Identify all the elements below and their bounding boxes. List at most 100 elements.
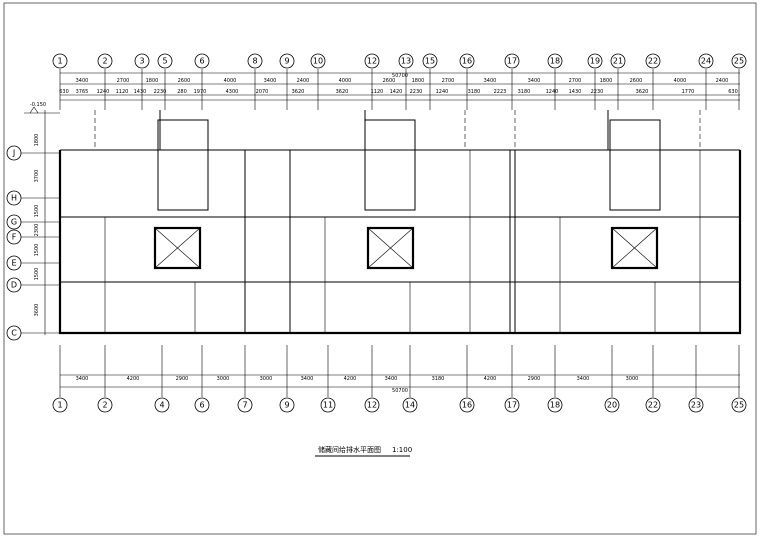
grid-circle bbox=[237, 397, 253, 413]
grid-axis-bottom-7: 7 bbox=[237, 345, 253, 413]
dimension-top-outer: 1800 bbox=[146, 78, 159, 84]
grid-circle bbox=[134, 53, 150, 69]
dimension-top-inner: 3620 bbox=[292, 89, 305, 95]
building-walls bbox=[58, 110, 742, 335]
grid-circle bbox=[6, 255, 22, 271]
grid-circle bbox=[6, 229, 22, 245]
grid-axis-F: F bbox=[6, 229, 60, 245]
grid-axis-label: G bbox=[11, 218, 17, 227]
dimension-top-outer: 3400 bbox=[484, 78, 497, 84]
grid-axis-label: 18 bbox=[550, 401, 560, 410]
grid-axis-label: 2 bbox=[102, 57, 107, 66]
dimension-top-inner: 1970 bbox=[194, 89, 207, 95]
grid-axis-label: 12 bbox=[367, 57, 377, 66]
dimension-bottom: 4200 bbox=[484, 376, 497, 382]
grid-axis-label: J bbox=[12, 149, 15, 158]
dimension-top-outer: 2400 bbox=[297, 78, 310, 84]
grid-circle bbox=[97, 53, 113, 69]
grid-axis-label: 1 bbox=[57, 401, 62, 410]
grid-axis-label: 3 bbox=[139, 57, 144, 66]
grid-axis-label: 20 bbox=[607, 401, 617, 410]
grid-circle bbox=[279, 53, 295, 69]
grid-circle bbox=[6, 190, 22, 206]
dimension-left: 2300 bbox=[34, 224, 40, 237]
grid-axis-17: 17 bbox=[504, 53, 520, 110]
grid-axis-bottom-22: 22 bbox=[645, 345, 661, 413]
dimension-bottom: 2900 bbox=[176, 376, 189, 382]
grid-circle bbox=[320, 397, 336, 413]
dimension-left: 1500 bbox=[34, 205, 40, 218]
grid-circle bbox=[645, 397, 661, 413]
dimension-top-inner: 630 bbox=[59, 89, 69, 95]
grid-axis-label: 12 bbox=[367, 401, 377, 410]
grid-circle bbox=[310, 53, 326, 69]
grid-circle bbox=[504, 53, 520, 69]
grid-axis-label: 6 bbox=[199, 57, 204, 66]
grid-axis-19: 19 bbox=[587, 53, 603, 110]
dimension-top-outer: 2700 bbox=[442, 78, 455, 84]
grid-axis-bottom-20: 20 bbox=[604, 345, 620, 413]
grid-axis-bottom-12: 12 bbox=[364, 345, 380, 413]
drawing-title: 储藏间给排水平面图 1:100 bbox=[315, 445, 412, 457]
dimension-top-inner: 3765 bbox=[76, 89, 89, 95]
grid-axis-25: 25 bbox=[731, 53, 747, 110]
stair-cores bbox=[153, 119, 661, 270]
grid-axis-22: 22 bbox=[645, 53, 661, 110]
dimension-bottom: 3000 bbox=[217, 376, 230, 382]
grid-axis-10: 10 bbox=[310, 53, 326, 110]
sheet-border bbox=[3, 2, 757, 535]
grid-circle bbox=[610, 53, 626, 69]
grid-axis-bottom-2: 2 bbox=[97, 345, 113, 413]
grid-axis-label: 11 bbox=[323, 401, 333, 410]
grid-axis-J: J bbox=[6, 145, 60, 161]
grid-axis-H: H bbox=[6, 190, 60, 206]
grid-axis-label: 21 bbox=[613, 57, 623, 66]
grid-axis-label: 16 bbox=[462, 401, 472, 410]
dimension-top-inner: 3620 bbox=[336, 89, 349, 95]
grid-axis-label: 4 bbox=[159, 401, 164, 410]
grid-axis-bottom-11: 11 bbox=[320, 345, 336, 413]
grid-circle bbox=[6, 145, 22, 161]
dimension-top-outer: 4000 bbox=[674, 78, 687, 84]
grid-axis-label: 10 bbox=[313, 57, 323, 66]
dimension-bottom: 3400 bbox=[577, 376, 590, 382]
grid-circle bbox=[547, 397, 563, 413]
grid-axis-label: 8 bbox=[252, 57, 257, 66]
grid-axis-label: 23 bbox=[691, 401, 701, 410]
dimension-top-outer: 2600 bbox=[383, 78, 396, 84]
grid-axis-label: 7 bbox=[242, 401, 247, 410]
svg-text:-0.150: -0.150 bbox=[30, 102, 46, 108]
grid-axis-6: 6 bbox=[194, 53, 210, 110]
dimension-top-outer: 4000 bbox=[224, 78, 237, 84]
title-text: 储藏间给排水平面图 bbox=[318, 445, 381, 454]
grid-axis-label: 1 bbox=[57, 57, 62, 66]
grid-axis-label: 13 bbox=[401, 57, 411, 66]
dimension-top-inner: 2223 bbox=[494, 89, 507, 95]
grid-axis-label: 16 bbox=[462, 57, 472, 66]
grid-axis-8: 8 bbox=[247, 53, 263, 110]
dimension-bottom: 3400 bbox=[76, 376, 89, 382]
grid-axis-label: D bbox=[11, 281, 17, 290]
grid-axis-label: 14 bbox=[405, 401, 415, 410]
grid-circle bbox=[247, 53, 263, 69]
level-mark: -0.150 bbox=[24, 102, 60, 114]
dimension-top-inner: 1430 bbox=[134, 89, 147, 95]
grid-circle bbox=[157, 53, 173, 69]
grid-axis-12: 12 bbox=[364, 53, 380, 110]
dimension-top-inner: 1430 bbox=[569, 89, 582, 95]
dimension-top-outer: 3400 bbox=[76, 78, 89, 84]
dimension-top-outer: 3400 bbox=[264, 78, 277, 84]
dimension-top-inner: 1240 bbox=[546, 89, 559, 95]
grid-axis-label: 17 bbox=[507, 401, 517, 410]
grid-circle bbox=[97, 397, 113, 413]
grid-axis-bottom-23: 23 bbox=[688, 345, 704, 413]
grid-circle bbox=[194, 53, 210, 69]
dimension-top-outer: 2700 bbox=[117, 78, 130, 84]
grid-axis-13: 13 bbox=[398, 53, 414, 110]
dimension-bottom: 3000 bbox=[260, 376, 273, 382]
grid-circle bbox=[547, 53, 563, 69]
grid-axis-label: C bbox=[11, 329, 17, 338]
